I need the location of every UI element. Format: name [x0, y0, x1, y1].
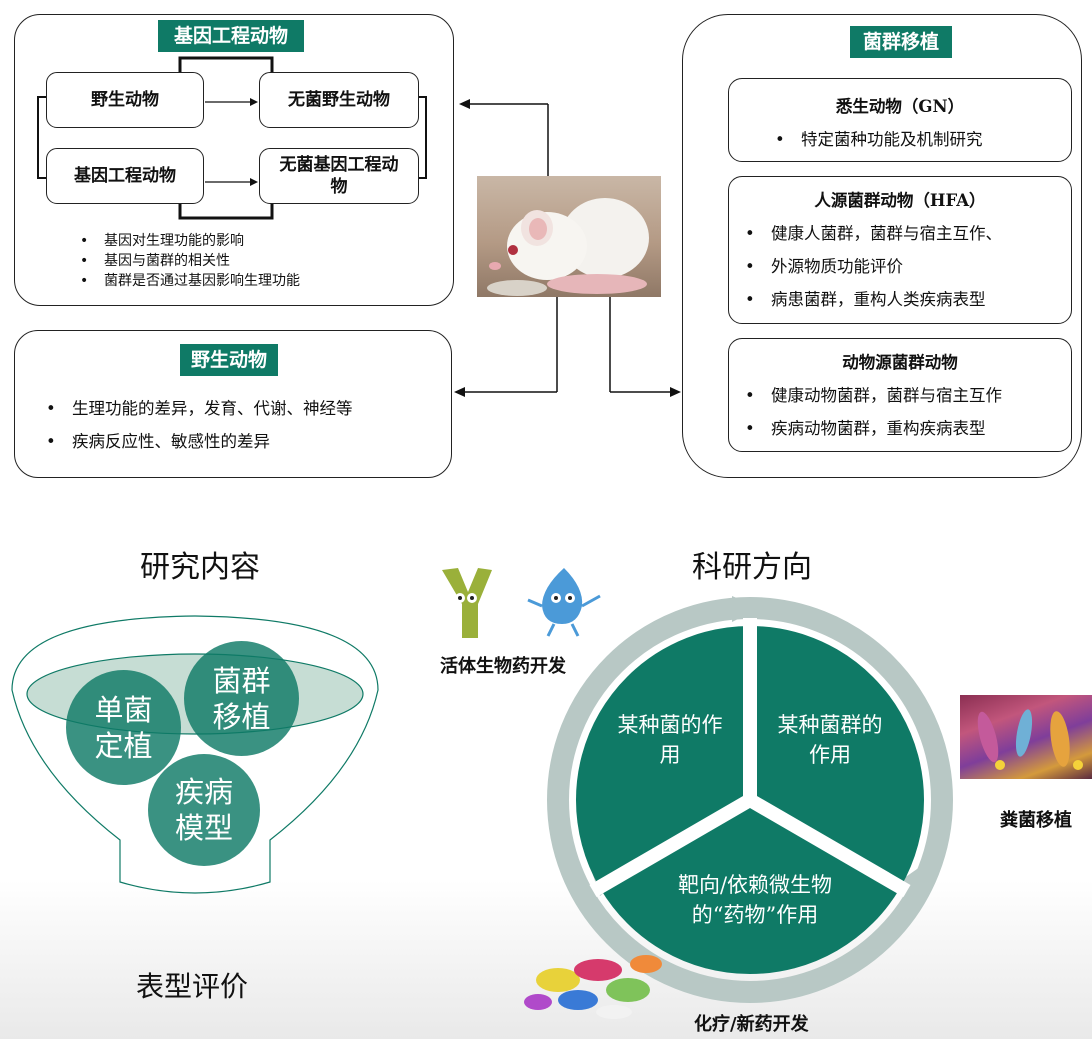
ge-bullet: 菌群是否通过基因影响生理功能 — [80, 271, 400, 291]
research-heading: 研究内容 — [140, 550, 260, 585]
wild-panel-title: 野生动物 — [180, 344, 278, 376]
circle-disease-model: 疾病 模型 — [148, 754, 260, 866]
circle-single-strain-label: 单菌 定植 — [94, 692, 152, 764]
caption-chemo-drug: 化疗/新药开发 — [694, 1014, 809, 1035]
ge-panel-title: 基因工程动物 — [158, 20, 304, 52]
circle-single-strain: 单菌 定植 — [66, 670, 181, 785]
circle-transplant-label: 菌群 移植 — [212, 663, 270, 735]
hfa-bullet: 健康人菌群，菌群与宿主互作、 — [739, 217, 1069, 250]
wild-bullet: 疾病反应性、敏感性的差异 — [40, 425, 440, 458]
gn-title: 悉生动物（GN） — [835, 97, 965, 116]
caption-live-biotherapeutics: 活体生物药开发 — [440, 656, 566, 677]
segment-line: 作用 — [809, 743, 851, 767]
probiotic-characters-icon — [442, 568, 601, 638]
circle-disease-label: 疾病 模型 — [175, 774, 233, 846]
animal-source-bullet-list: 健康动物菌群，菌群与宿主互作 疾病动物菌群，重构疾病表型 — [739, 379, 1069, 445]
segment-line: 用 — [659, 743, 681, 767]
segment-drug: 靶向/依赖微生物 的“药物”作用 — [650, 870, 860, 930]
circle-line: 移植 — [212, 699, 271, 734]
segment-line: 某种菌群的 — [777, 713, 883, 737]
animal-source-box: 动物源菌群动物 健康动物菌群，菌群与宿主互作 疾病动物菌群，重构疾病表型 — [728, 338, 1072, 452]
animal-source-title: 动物源菌群动物 — [842, 353, 958, 372]
ge-bullet: 基因与菌群的相关性 — [80, 251, 400, 271]
direction-heading: 科研方向 — [692, 550, 812, 585]
gn-bullet: 特定菌种功能及机制研究 — [769, 123, 1059, 156]
hfa-bullet-list: 健康人菌群，菌群与宿主互作、 外源物质功能评价 病患菌群，重构人类疾病表型 — [739, 217, 1069, 316]
circle-microbiota-transplant: 菌群 移植 — [184, 641, 299, 756]
gn-box: 悉生动物（GN） 特定菌种功能及机制研究 — [728, 78, 1072, 162]
circle-line: 定植 — [94, 728, 153, 763]
box-germfree-wild-animal: 无菌野生动物 — [259, 72, 419, 128]
segment-line: 靶向/依赖微生物 — [677, 873, 833, 897]
hfa-bullet-continuation: 外源物质功能评价 — [739, 250, 1069, 283]
circle-line: 模型 — [174, 811, 233, 845]
box-germfree-ge-label: 无菌基因工程动物 — [279, 155, 399, 197]
transplant-panel-title: 菌群移植 — [850, 26, 952, 58]
animal-source-bullet: 疾病动物菌群，重构疾病表型 — [739, 412, 1069, 445]
ge-bullet-list: 基因对生理功能的影响 基因与菌群的相关性 菌群是否通过基因影响生理功能 — [80, 231, 400, 291]
gn-bullet-list: 特定菌种功能及机制研究 — [769, 123, 1059, 156]
box-wild-animal: 野生动物 — [46, 72, 204, 128]
cycle-diagram — [547, 596, 953, 1003]
circle-line: 单菌 — [94, 692, 153, 727]
ge-bullet: 基因对生理功能的影响 — [80, 231, 400, 251]
segment-line: 某种菌的作 — [617, 713, 723, 737]
box-ge-animal: 基因工程动物 — [46, 148, 204, 204]
wild-bullet-list: 生理功能的差异，发育、代谢、神经等 疾病反应性、敏感性的差异 — [40, 392, 440, 458]
caption-fmt: 粪菌移植 — [1000, 810, 1072, 831]
box-germfree-ge-animal: 无菌基因工程动物 — [259, 148, 419, 204]
hfa-title: 人源菌群动物（HFA） — [814, 191, 986, 210]
pills-icon — [524, 955, 662, 1019]
fmt-image — [960, 695, 1092, 779]
bacteria-icon — [977, 709, 1083, 770]
wild-bullet: 生理功能的差异，发育、代谢、神经等 — [40, 392, 440, 425]
circle-line: 疾病 — [174, 775, 233, 809]
segment-single-strain: 某种菌的作 用 — [600, 710, 740, 770]
animal-source-bullet: 健康动物菌群，菌群与宿主互作 — [739, 379, 1069, 412]
hfa-box: 人源菌群动物（HFA） 健康人菌群，菌群与宿主互作、 外源物质功能评价 病患菌群… — [728, 176, 1072, 324]
segment-line: 的“药物”作用 — [691, 903, 819, 927]
phenotype-evaluation: 表型评价 — [136, 970, 249, 1003]
hfa-bullet: 病患菌群，重构人类疾病表型 — [739, 283, 1069, 316]
circle-line: 菌群 — [212, 663, 271, 698]
mouse-photo — [477, 176, 661, 297]
mouse-icon — [487, 198, 649, 296]
segment-microbiota: 某种菌群的 作用 — [760, 710, 900, 770]
